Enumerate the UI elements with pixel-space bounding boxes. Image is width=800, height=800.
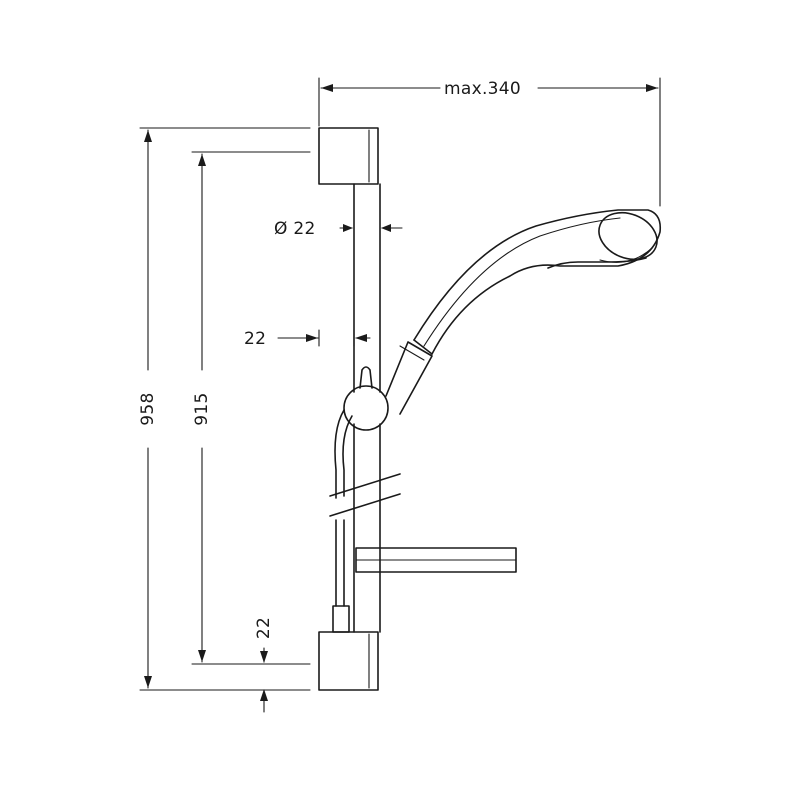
dimension-bottom-offset: 22: [254, 617, 274, 713]
rail-bar: [353, 183, 381, 633]
shower-rail-assembly: [318, 127, 662, 691]
dimension-wall-offset: 22: [244, 329, 371, 349]
dimension-width: max.340: [318, 77, 661, 207]
bottom-offset-label: 22: [254, 617, 274, 639]
wall-offset-label: 22: [244, 329, 266, 349]
total-height-label: 958: [138, 392, 158, 425]
shower-hose: [332, 409, 353, 633]
width-max-label: max.340: [444, 79, 521, 99]
rail-length-label: 915: [192, 392, 212, 425]
dimension-total-height: 958: [138, 127, 311, 691]
dimension-rail-length: 915: [191, 151, 311, 665]
top-wall-bracket: [318, 127, 379, 185]
dimension-rail-diameter: Ø 22: [274, 219, 403, 239]
hand-shower: [413, 209, 662, 355]
slider-holder: [343, 341, 433, 431]
rail-diameter-label: Ø 22: [274, 219, 316, 239]
soap-shelf: [355, 547, 517, 573]
bottom-wall-bracket: [318, 631, 379, 691]
rail-break-marks: [329, 473, 401, 517]
